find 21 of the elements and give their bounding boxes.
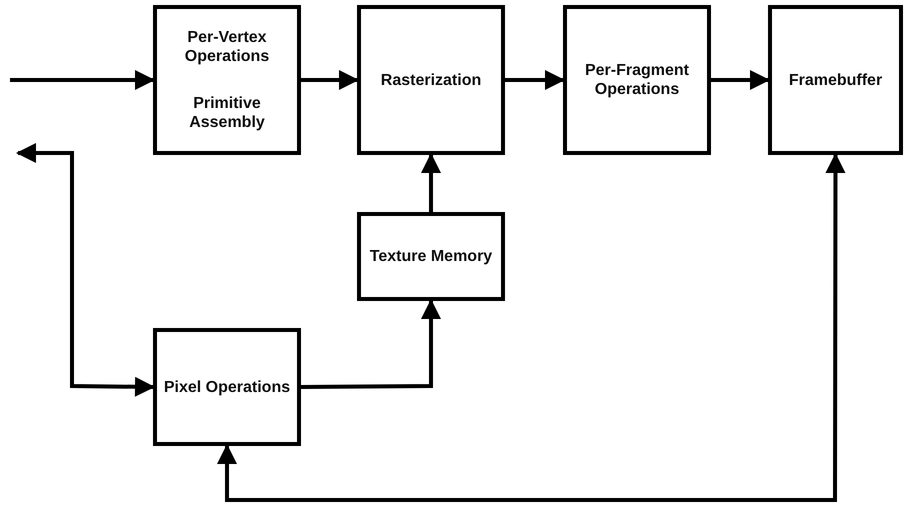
box-label: Rasterization: [380, 70, 482, 90]
process-box: [153, 328, 301, 446]
box-label: Primitive Assembly: [188, 94, 266, 132]
process-box: [357, 5, 505, 155]
box-label: Per-Fragment Operations: [584, 61, 690, 99]
arrow: [711, 70, 770, 90]
box-label: Pixel Operations: [164, 378, 290, 396]
arrow: [301, 70, 359, 90]
arrow: [217, 153, 846, 502]
process-box: [357, 212, 505, 301]
process-box: [153, 5, 301, 155]
process-box: [563, 5, 711, 155]
box-label: Framebuffer: [788, 70, 882, 90]
process-box: [768, 5, 903, 155]
arrow: [300, 299, 441, 389]
arrow: [421, 153, 441, 212]
box-label: Texture Memory: [370, 247, 492, 266]
box-label: Per-Vertex Operations: [184, 28, 270, 66]
arrow: [10, 70, 155, 90]
arrow: [505, 70, 565, 90]
arrow: [16, 143, 155, 397]
